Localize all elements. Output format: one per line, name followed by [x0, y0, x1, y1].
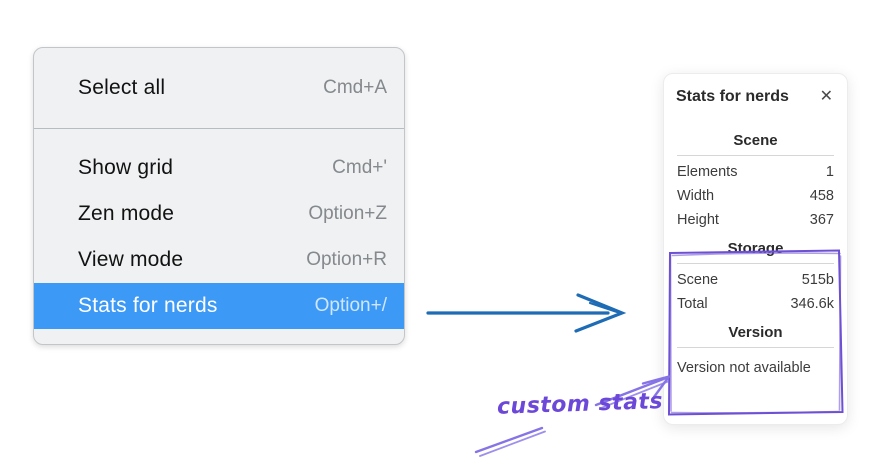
menu-item-shortcut: Cmd+' — [332, 157, 387, 178]
stat-row-total: Total 346.6k — [676, 292, 835, 316]
menu-item-zen-mode[interactable]: Zen mode Option+Z — [34, 191, 404, 237]
stat-value: 367 — [809, 212, 834, 228]
stat-label: Width — [677, 188, 715, 204]
menu-divider — [34, 128, 404, 129]
section-heading: Scene — [733, 132, 778, 149]
menu-group: Show grid Cmd+' Zen mode Option+Z View m… — [34, 129, 404, 329]
stat-value: 346.6k — [790, 296, 834, 312]
stat-row-elements: Elements 1 — [676, 160, 835, 184]
stat-value: 458 — [809, 188, 834, 204]
stat-row-scene: Scene 515b — [676, 268, 835, 292]
stat-row-width: Width 458 — [676, 184, 835, 208]
stats-panel: Stats for nerds ✕ Scene Elements 1 Width… — [663, 73, 848, 425]
menu-item-shortcut: Option+/ — [314, 295, 387, 316]
menu-item-label: Show grid — [78, 156, 174, 179]
menu-item-label: Stats for nerds — [78, 294, 218, 317]
menu-item-shortcut: Option+Z — [308, 203, 387, 224]
stats-panel-header: Stats for nerds ✕ — [676, 84, 835, 110]
menu-item-view-mode[interactable]: View mode Option+R — [34, 237, 404, 283]
menu-item-shortcut: Option+R — [306, 249, 387, 270]
menu-item-label: View mode — [78, 248, 184, 271]
menu-item-label: Select all — [78, 76, 166, 99]
section-divider — [677, 263, 834, 264]
menu-item-show-grid[interactable]: Show grid Cmd+' — [34, 145, 404, 191]
panel-title: Stats for nerds — [676, 88, 789, 105]
custom-stats-annotation: custom stats — [496, 389, 664, 420]
version-note: Version not available — [677, 360, 811, 376]
stat-row-height: Height 367 — [676, 208, 835, 232]
context-menu: Select all Cmd+A Show grid Cmd+' Zen mod… — [33, 47, 405, 345]
section-scene: Scene Elements 1 Width 458 Height 367 — [676, 132, 835, 232]
stat-label: Scene — [677, 272, 719, 288]
stat-value: 1 — [825, 164, 834, 180]
close-icon[interactable]: ✕ — [819, 88, 833, 105]
stat-label: Elements — [677, 164, 738, 180]
stat-label: Total — [677, 296, 708, 312]
section-divider — [677, 155, 834, 156]
section-heading: Storage — [727, 240, 784, 257]
stat-value: 515b — [801, 272, 834, 288]
section-version: Version Version not available — [676, 324, 835, 376]
section-storage: Storage Scene 515b Total 346.6k — [676, 240, 835, 316]
menu-item-select-all[interactable]: Select all Cmd+A — [34, 48, 404, 128]
section-heading: Version — [728, 324, 783, 341]
menu-item-label: Zen mode — [78, 202, 175, 225]
menu-item-shortcut: Cmd+A — [323, 77, 387, 98]
section-divider — [677, 347, 834, 348]
stat-label: Height — [677, 212, 719, 228]
blue-arrow — [426, 293, 627, 333]
menu-item-stats-for-nerds[interactable]: Stats for nerds Option+/ — [34, 283, 404, 329]
